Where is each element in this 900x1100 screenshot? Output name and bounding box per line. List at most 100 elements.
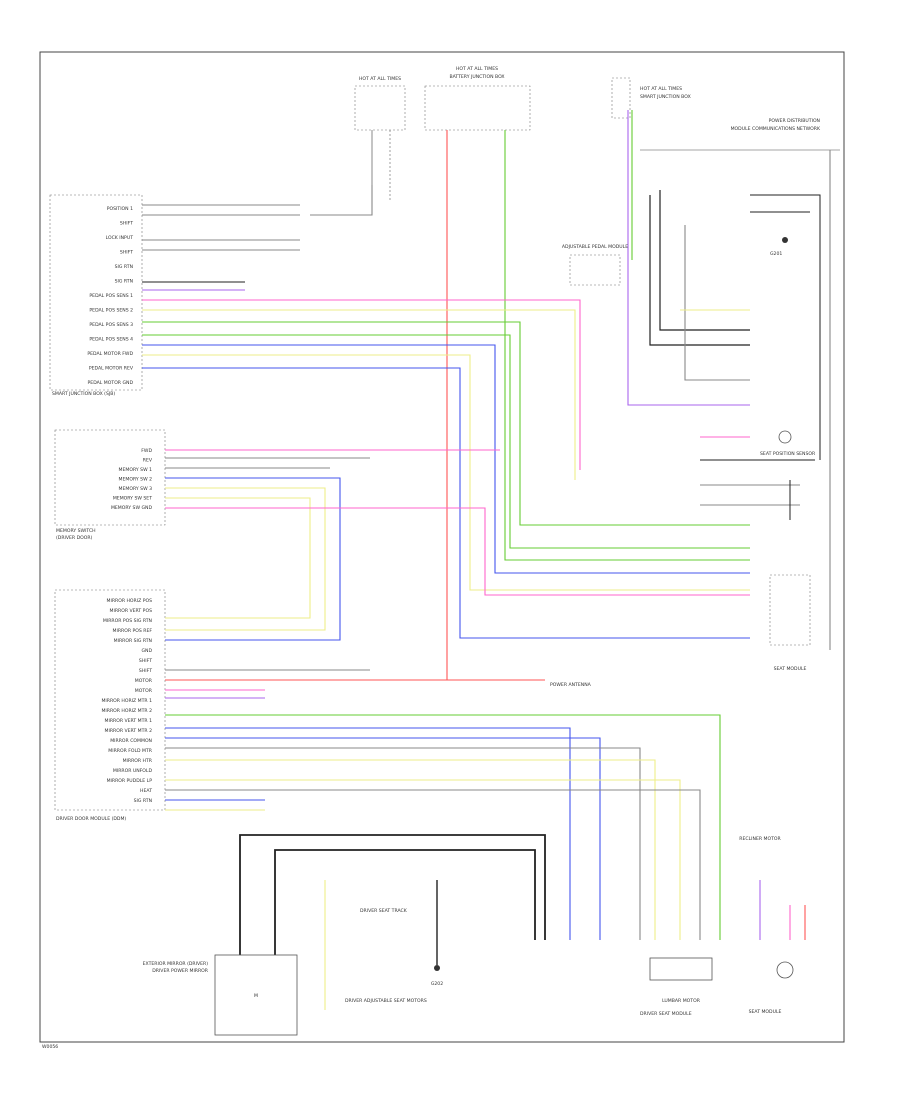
exterior-mirror: M EXTERIOR MIRROR (DRIVER) DRIVER POWER … [143, 954, 298, 1036]
sjb-pin-9: PEDAL POS SENS 4 [89, 337, 133, 343]
fuse-block-left: HOT AT ALL TIMES [354, 76, 406, 200]
ground-g201: G201 [770, 237, 788, 257]
wire-yellow-ddm-2 [165, 779, 681, 940]
sjb-pin-5: SIG RTN [115, 279, 133, 285]
fuse-block-right-sublabel: SMART JUNCTION BOX [640, 94, 691, 100]
wire-yellow-ddm [165, 759, 656, 940]
memory-pin-3: MEMORY SW 2 [119, 477, 153, 483]
sjb-pin-3: SHIFT [120, 250, 133, 256]
wire-gray-ddm-3 [165, 789, 701, 940]
power-antenna-label: POWER ANTENNA [550, 682, 592, 688]
sjb-pin-8: PEDAL POS SENS 3 [89, 322, 133, 328]
module-comm-label: MODULE COMMUNICATIONS NETWORK [731, 126, 821, 132]
wire-green-2 [142, 334, 750, 549]
mirror-motor-label: M [254, 993, 258, 999]
seat-position-sensor-label: SEAT POSITION SENSOR [760, 451, 816, 457]
ground-g202-label: G202 [431, 981, 443, 987]
ddm-pin-9: MOTOR [135, 688, 153, 694]
exterior-mirror-sublabel: DRIVER POWER MIRROR [152, 968, 209, 974]
memory-pin-4: MEMORY SW 3 [119, 486, 153, 492]
recliner-motor: RECLINER MOTOR SEAT MODULE [739, 836, 794, 1015]
sjb-pin-6: PEDAL POS SENS 1 [89, 293, 133, 299]
wire-blue-mem [165, 477, 341, 641]
fuse-block-mid: HOT AT ALL TIMES BATTERY JUNCTION BOX [424, 66, 531, 131]
seat-module: SEAT MODULE [769, 574, 811, 672]
ddm-pin-10: MIRROR HORIZ MTR 1 [101, 698, 152, 704]
sjb-pin-7: PEDAL POS SENS 2 [89, 308, 133, 314]
wire-blue-2 [142, 367, 750, 639]
ddm-pin-2: MIRROR POS SIG RTN [103, 618, 152, 624]
wire-blue-ddm-1 [165, 727, 571, 940]
recliner-motor-label: RECLINER MOTOR [739, 836, 781, 842]
ddm-pin-19: HEAT [140, 788, 152, 794]
ddm-pin-17: MIRROR UNFOLD [113, 768, 153, 774]
wire-black-right-2 [649, 195, 750, 346]
sjb-pin-4: SIG RTN [115, 264, 133, 270]
ddm-pin-14: MIRROR COMMON [110, 738, 152, 744]
exterior-mirror-label: EXTERIOR MIRROR (DRIVER) [143, 961, 209, 967]
lumbar-motor-label: LUMBAR MOTOR [662, 998, 701, 1004]
diagram-frame [39, 51, 845, 1043]
sjb-pin-1: SHIFT [120, 221, 133, 227]
wire-green-ddm [165, 714, 721, 940]
wire-layer [142, 110, 831, 1010]
wire-black-harness-2 [274, 849, 536, 955]
ddm-pin-18: MIRROR PUDDLE LP [107, 778, 153, 784]
footer-code: W0056 [42, 1044, 58, 1050]
ddm-pin-15: MIRROR FOLD MTR [108, 748, 153, 754]
memory-switch: MEMORY SWITCH (DRIVER DOOR) [54, 429, 166, 541]
sjb-pin-2: LOCK INPUT [106, 235, 134, 241]
ddm-pin-6: SHIFT [139, 658, 152, 664]
fuse-block-mid-label: HOT AT ALL TIMES [456, 66, 498, 72]
wire-green-1 [142, 321, 750, 526]
driver-seat-adjust-label: DRIVER ADJUSTABLE SEAT MOTORS [345, 998, 427, 1004]
memory-pin-2: MEMORY SW 1 [119, 467, 153, 473]
ddm-pin-3: MIRROR POS REF [113, 628, 153, 634]
wire-pink-mem-2 [165, 507, 750, 596]
ddm-pin-12: MIRROR VERT MTR 1 [105, 718, 153, 724]
sjb-pin-0: POSITION 1 [107, 206, 133, 212]
lumbar-motor: LUMBAR MOTOR [649, 957, 713, 1004]
wire-violet-right [627, 110, 750, 406]
fuse-block-right: HOT AT ALL TIMES SMART JUNCTION BOX [611, 77, 691, 119]
seat-track-label: SEAT MODULE [749, 1009, 782, 1015]
wire-blue-1 [142, 344, 750, 574]
memory-switch-label: MEMORY SWITCH [56, 528, 96, 534]
pin-labels: POSITION 1 SHIFT LOCK INPUT SHIFT SIG RTN SIG… [87, 206, 153, 804]
sjb-pin-12: PEDAL MOTOR GND [88, 380, 134, 386]
power-distribution-label: POWER DISTRIBUTION [769, 118, 820, 124]
wire-blue-ddm-2 [165, 737, 601, 940]
wire-black-right-1 [659, 190, 750, 331]
fuse-block-right-label: HOT AT ALL TIMES [640, 86, 682, 92]
wire-yellow-mem-2 [165, 497, 311, 619]
wire-gray-feed [310, 185, 373, 216]
ddm-pin-0: MIRROR HORIZ POS [107, 598, 153, 604]
memory-pin-6: MEMORY SW GND [111, 505, 153, 511]
ddm-pin-8: MOTOR [135, 678, 153, 684]
wire-black-harness-1 [239, 834, 546, 955]
bottom-right-label: DRIVER SEAT MODULE [640, 1011, 692, 1017]
ddm-pin-11: MIRROR HORIZ MTR 2 [101, 708, 152, 714]
wire-pink-1 [142, 299, 581, 470]
memory-pin-5: MEMORY SW SET [113, 496, 152, 502]
ground-g201-label: G201 [770, 251, 782, 257]
driver-seat-track-label: DRIVER SEAT TRACK [360, 908, 408, 914]
wire-gray-ddm-2 [165, 747, 641, 940]
smart-junction-box: SMART JUNCTION BOX (SJB) [49, 194, 143, 397]
seat-module-label: SEAT MODULE [774, 666, 807, 672]
sjb-pin-11: PEDAL MOTOR REV [89, 366, 134, 372]
ddm-pin-4: MIRROR SIG RTN [114, 638, 152, 644]
memory-pin-1: REV [143, 458, 153, 464]
ddm-pin-7: SHIFT [139, 668, 152, 674]
pedal-module-label: ADJUSTABLE PEDAL MODULE [562, 244, 628, 250]
ddm-pin-13: MIRROR VERT MTR 2 [105, 728, 153, 734]
wire-yellow-mem [165, 487, 326, 631]
ddm-pin-1: MIRROR VERT POS [110, 608, 153, 614]
ground-g202: G202 [431, 965, 443, 987]
driver-door-module: DRIVER DOOR MODULE (DDM) [54, 589, 166, 822]
smart-junction-box-label: SMART JUNCTION BOX (SJB) [52, 391, 115, 397]
power-distribution-block: POWER DISTRIBUTION MODULE COMMUNICATIONS… [640, 118, 840, 151]
wire-yellow-1 [142, 309, 576, 480]
memory-pin-0: FWD [141, 448, 152, 454]
